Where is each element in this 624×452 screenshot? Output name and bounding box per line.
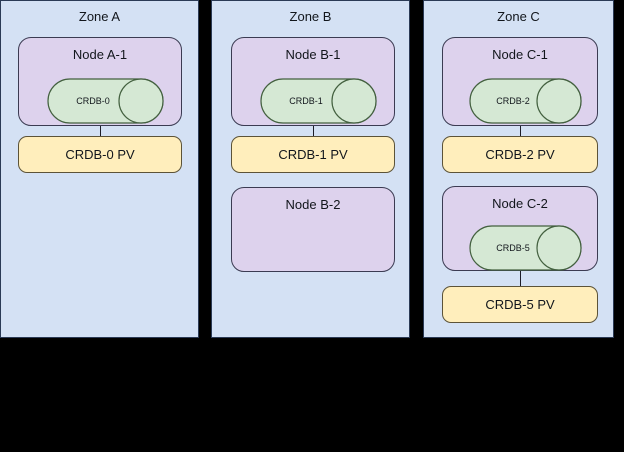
crdb-5-pv-label: CRDB-5 PV: [485, 297, 555, 312]
crdb-5-cylinder[interactable]: CRDB-5: [469, 225, 582, 271]
crdb-2-pv-label: CRDB-2 PV: [485, 147, 555, 162]
crdb-5-pv-box[interactable]: CRDB-5 PV: [442, 286, 598, 323]
node-c-1-title: Node C-1: [492, 47, 548, 62]
zone-a-panel[interactable]: Zone A Node A-1 CRDB-0 CRDB-0 PV: [0, 0, 199, 338]
node-c-2-box[interactable]: Node C-2 CRDB-5: [442, 186, 598, 271]
node-a-1-title: Node A-1: [72, 47, 128, 62]
node-b-2-box[interactable]: Node B-2: [231, 187, 395, 272]
crdb-0-pv-box[interactable]: CRDB-0 PV: [18, 136, 182, 173]
node-c-1-box[interactable]: Node C-1 CRDB-2: [442, 37, 598, 126]
zone-c-panel[interactable]: Zone C Node C-1 CRDB-2 CRDB-2 PV Node C-…: [423, 0, 614, 338]
node-a-1-box[interactable]: Node A-1 CRDB-0: [18, 37, 182, 126]
node-b-2-title: Node B-2: [285, 197, 341, 212]
cylinder-shape: [469, 78, 582, 124]
cylinder-shape: [47, 78, 164, 124]
node-b-1-title: Node B-1: [285, 47, 341, 62]
crdb-2-cylinder[interactable]: CRDB-2: [469, 78, 582, 124]
crdb-0-cylinder[interactable]: CRDB-0: [47, 78, 164, 124]
crdb-0-pv-label: CRDB-0 PV: [65, 147, 135, 162]
crdb-1-pv-label: CRDB-1 PV: [278, 147, 348, 162]
node-b-1-to-crdb-1-pv-connector: [313, 126, 314, 136]
crdb-2-pv-box[interactable]: CRDB-2 PV: [442, 136, 598, 173]
node-c-1-to-crdb-2-pv-connector: [520, 126, 521, 136]
node-b-1-box[interactable]: Node B-1 CRDB-1: [231, 37, 395, 126]
node-c-2-title: Node C-2: [492, 196, 548, 211]
zone-c-title: Zone C: [497, 9, 540, 24]
node-a-1-to-crdb-0-pv-connector: [100, 126, 101, 136]
zone-b-title: Zone B: [289, 9, 332, 24]
zone-b-panel[interactable]: Zone B Node B-1 CRDB-1 CRDB-1 PV Node B-…: [211, 0, 410, 338]
node-c-2-to-crdb-5-pv-connector: [520, 271, 521, 286]
crdb-1-pv-box[interactable]: CRDB-1 PV: [231, 136, 395, 173]
zone-a-title: Zone A: [78, 9, 121, 24]
cylinder-shape: [260, 78, 377, 124]
cylinder-shape: [469, 225, 582, 271]
crdb-1-cylinder[interactable]: CRDB-1: [260, 78, 377, 124]
